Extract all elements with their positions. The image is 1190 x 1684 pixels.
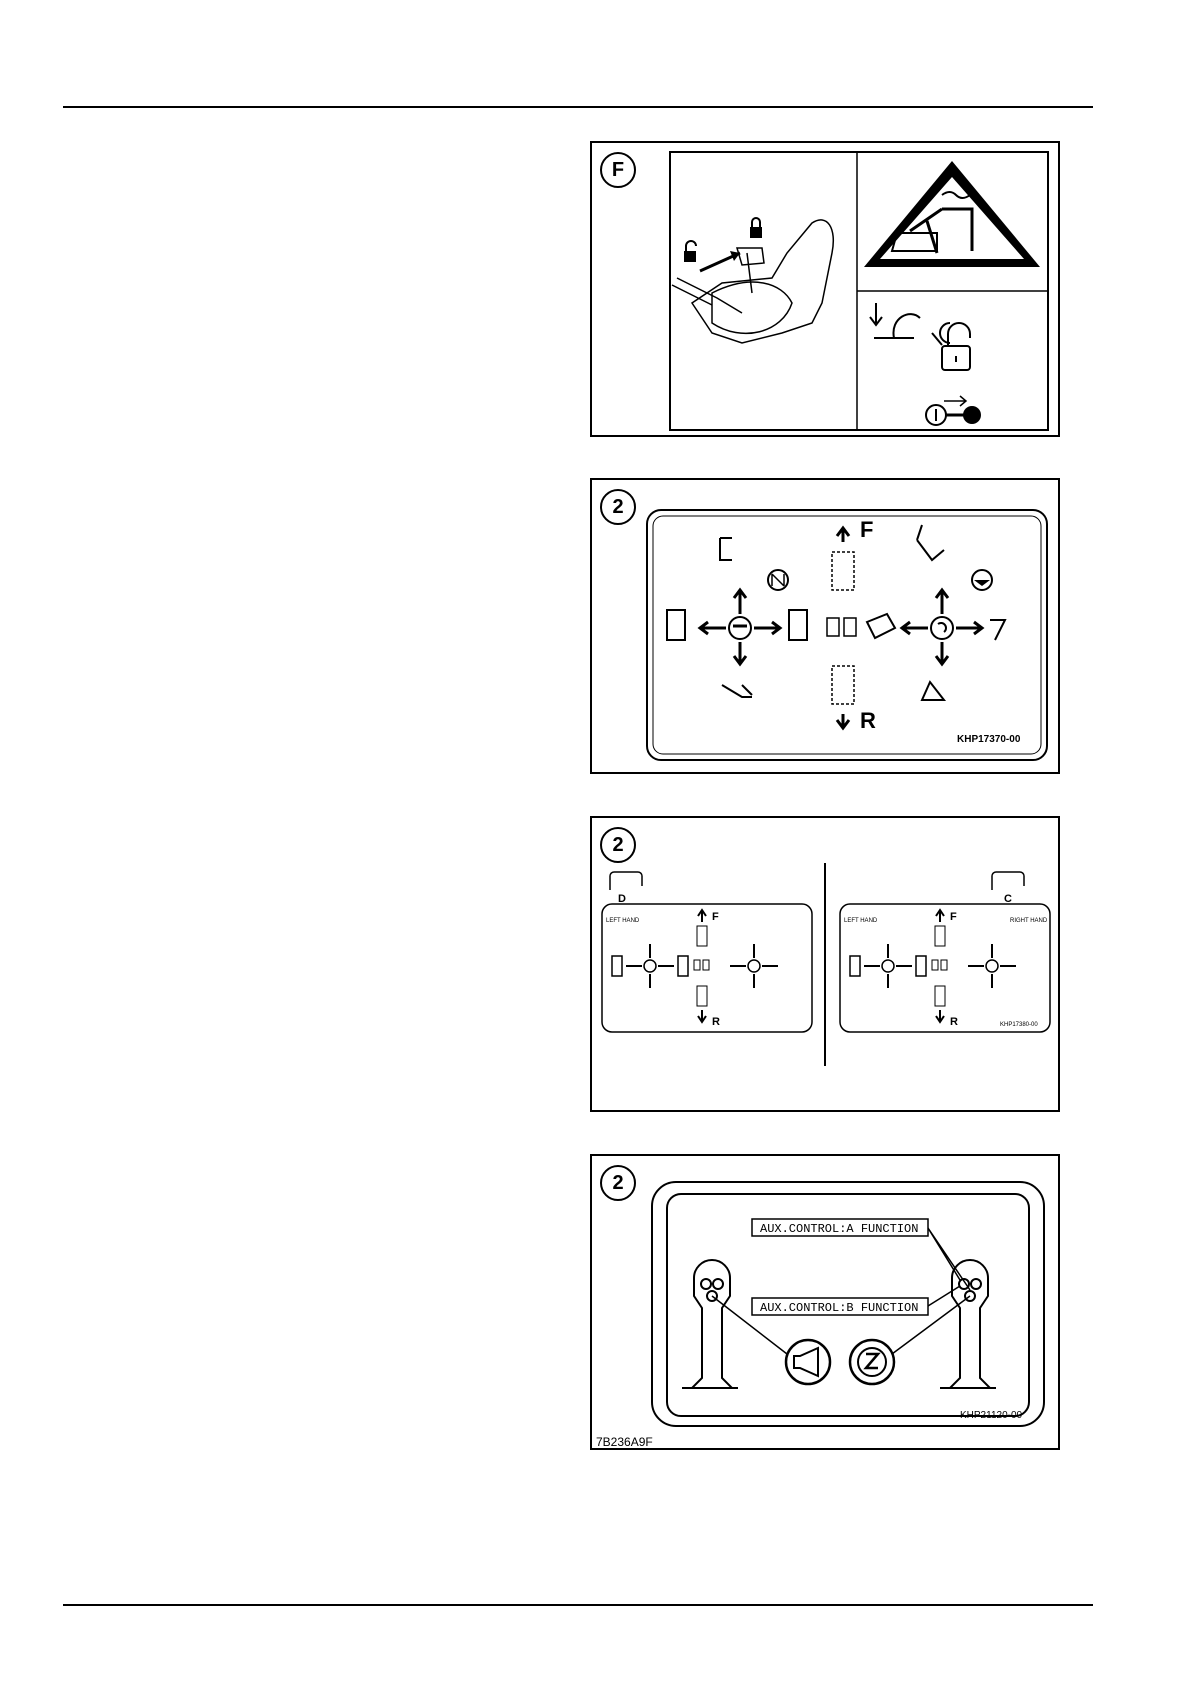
aux-b-label: AUX.CONTROL:B FUNCTION bbox=[760, 1301, 918, 1315]
unlock-icon bbox=[684, 241, 696, 262]
warning-triangle-icon bbox=[864, 161, 1040, 267]
tab-c: C bbox=[1004, 893, 1012, 905]
seat-icon bbox=[672, 220, 833, 343]
lock-instruction-icon bbox=[870, 303, 970, 370]
left-pattern-icon bbox=[667, 538, 807, 697]
right-hand-decal: C LEFT HAND RIGHT HAND F R KHP17380-00 bbox=[840, 872, 1050, 1032]
control-pattern-decal: F R KHP17370-00 bbox=[592, 480, 1060, 774]
figure-id: 7B236A9F bbox=[596, 1435, 653, 1449]
footer-rule bbox=[63, 1604, 1093, 1606]
tab-d: D bbox=[618, 893, 626, 905]
part-number: KHP17370-00 bbox=[957, 734, 1021, 745]
key-icon bbox=[926, 396, 981, 425]
right-hand-caption: RIGHT HAND bbox=[1010, 918, 1048, 924]
left-hand-caption: LEFT HAND bbox=[606, 918, 640, 924]
figure-panel-aux-control: 2 AUX.CONTROL:A FUNCTION AUX.CONTROL:B F… bbox=[590, 1154, 1060, 1450]
part-number-c: KHP17380-00 bbox=[1000, 1022, 1038, 1028]
figure-panel-hand-patterns: 2 D LEFT HAND F R C bbox=[590, 816, 1060, 1112]
reverse-label: R bbox=[860, 708, 876, 733]
figure-panel-control-pattern: 2 bbox=[590, 478, 1060, 774]
svg-text:R: R bbox=[950, 1016, 958, 1028]
aux-control-decal: AUX.CONTROL:A FUNCTION AUX.CONTROL:B FUN… bbox=[592, 1156, 1060, 1450]
horn-icon bbox=[786, 1340, 830, 1384]
svg-text:F: F bbox=[950, 911, 957, 923]
right-pattern-icon bbox=[867, 525, 1005, 700]
seat-lock-illustration bbox=[592, 143, 1060, 437]
svg-text:R: R bbox=[712, 1016, 720, 1028]
left-hand-decal: D LEFT HAND F R bbox=[602, 872, 812, 1032]
forward-label: F bbox=[860, 517, 873, 542]
travel-alarm-icon bbox=[850, 1340, 894, 1384]
figure-panel-f: F bbox=[590, 141, 1060, 437]
left-hand-caption-c: LEFT HAND bbox=[844, 918, 878, 924]
svg-text:F: F bbox=[712, 911, 719, 923]
left-joystick-icon bbox=[682, 1260, 738, 1388]
lock-icon bbox=[750, 218, 762, 238]
aux-a-label: AUX.CONTROL:A FUNCTION bbox=[760, 1222, 918, 1236]
header-rule bbox=[63, 106, 1093, 108]
hand-pattern-decals: D LEFT HAND F R C LEFT HAND RIGHT HAND bbox=[592, 818, 1060, 1112]
right-joystick-icon bbox=[940, 1260, 996, 1388]
part-number: KHP21120-00 bbox=[960, 1410, 1023, 1421]
